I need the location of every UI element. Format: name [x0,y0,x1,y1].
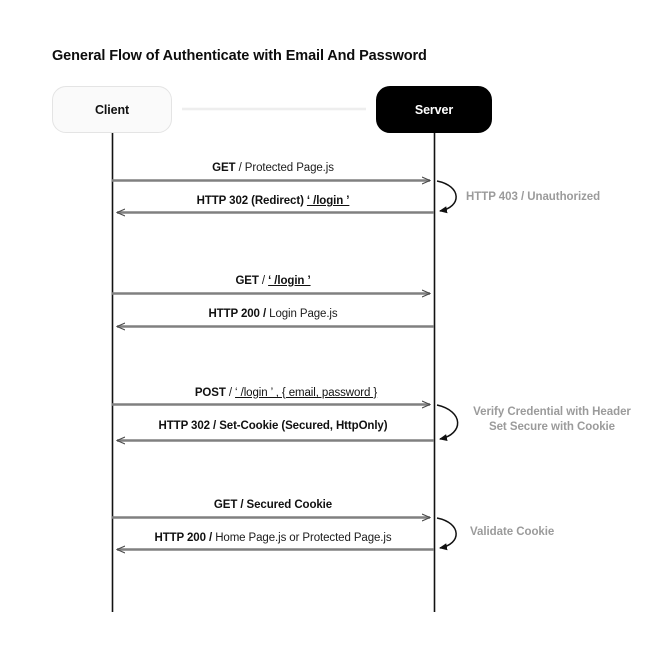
participant-server[interactable]: Server [376,86,492,133]
participant-server-label: Server [414,102,454,117]
message-label-response-2: HTTP 200 / Login Page.js [208,308,337,320]
message-status-3: HTTP 302 / Set-Cookie (Secured, HttpOnly… [158,420,388,432]
message-label-response-3: HTTP 302 / Set-Cookie (Secured, HttpOnly… [159,420,388,432]
message-status-1: HTTP 302 (Redirect) [196,195,304,207]
message-label-response-1: HTTP 302 (Redirect) ‘ /login ’ [197,195,350,207]
message-label-request-4: GET / Secured Cookie [214,499,332,511]
message-status-2: HTTP 200 / [208,308,267,320]
message-label-request-1: GET / Protected Page.js [212,162,334,174]
side-note-1: HTTP 403 / Unauthorized [466,190,600,205]
message-response-target-4: Home Page.js or Protected Page.js [215,532,392,544]
participant-client[interactable]: Client [52,86,172,133]
side-note-1-line-1: HTTP 403 / Unauthorized [466,191,601,203]
message-target-3: ‘ /login ’ , { email, password } [235,387,378,399]
message-label-response-4: HTTP 200 / Home Page.js or Protected Pag… [154,532,391,544]
message-label-request-2: GET / ‘ /login ’ [235,275,310,287]
side-note-4: Validate Cookie [470,525,554,540]
message-target-1: Protected Page.js [244,162,334,174]
message-method-1: GET [212,162,236,174]
message-response-target-1: ‘ /login ’ [306,195,350,207]
message-method-2: GET [235,275,259,287]
side-note-3: Verify Credential with Header Set Secure… [473,405,631,435]
message-separator-1: / [235,162,245,174]
side-note-3-line-2: Set Secure with Cookie [488,421,616,433]
message-label-request-3: POST / ‘ /login ’ , { email, password } [195,387,377,399]
message-status-4: HTTP 200 / [154,532,213,544]
message-separator-3: / [225,387,236,399]
page-title: General Flow of Authenticate with Email … [52,48,427,64]
message-method-4: GET / Secured Cookie [213,499,333,511]
participant-client-label: Client [94,102,130,117]
message-method-3: POST [194,387,226,399]
message-target-2: ‘ /login ’ [268,275,311,287]
side-note-3-line-1: Verify Credential with Header [473,406,631,418]
side-note-4-line-1: Validate Cookie [470,526,555,538]
message-response-target-2: Login Page.js [269,308,338,320]
message-separator-2: / [258,275,269,287]
